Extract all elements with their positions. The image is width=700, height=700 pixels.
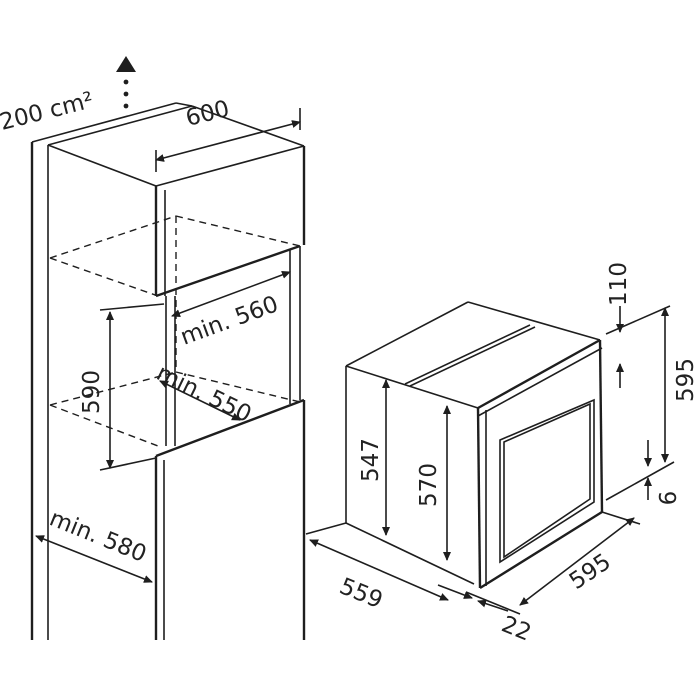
dim-line-22-a [437,584,473,599]
dim-tick-590-a [99,303,165,311]
dim-line-600 [155,120,301,162]
dim-line-559 [309,539,449,601]
oven-body-bottom [345,522,475,585]
cabinet-dimensions [35,108,301,583]
oven-door-window [499,398,595,564]
cabinet-top-left [31,102,177,143]
label-niche-width-min: min. 560 [177,291,282,350]
dim-tick-590-b [99,457,157,471]
oven-top-panel-b [409,326,536,387]
oven-dimensions [305,305,675,615]
upper-box-top-front [47,144,157,187]
oven-top-panel-a [404,324,531,385]
label-bottom-offset: 6 [656,491,682,506]
label-cabinet-depth-min: min. 580 [46,505,150,567]
dim-line-22-b [477,599,509,612]
oven-front-left [476,407,482,589]
dim-line-560 [171,271,291,317]
oven-top-front [345,365,479,409]
dim-line-550 [159,380,241,421]
label-oven-height-body: 547 [358,438,384,482]
label-oven-depth: 559 [336,573,386,614]
label-oven-total-height: 595 [673,358,699,402]
label-niche-width-top: 600 [183,96,232,132]
oven-top-back [467,301,601,341]
dim-tick-559 [305,522,347,535]
oven [345,301,604,590]
upper-box-bottom [155,244,301,298]
label-niche-depth-min: min. 550 [152,360,255,428]
oven-door-window-inner [503,402,591,559]
oven-front-top [477,338,601,410]
label-oven-height-front: 570 [416,463,442,507]
dim-tick-595-b [601,511,641,525]
label-niche-height: 590 [79,370,105,414]
lower-door-top [155,398,305,458]
dim-tick-595h-b [605,461,675,501]
niche-lower-dash-a [49,404,159,447]
dim-line-595-width [519,517,635,606]
airflow-up-arrow-icon [116,56,136,109]
oven-top-left [345,301,469,367]
oven-front-top-inner [477,347,603,417]
label-top-offset: 110 [606,262,632,306]
dim-line-580 [35,535,153,583]
dim-tick-595-a [465,591,521,615]
label-oven-width: 595 [565,549,616,595]
oven-front-right [598,339,604,513]
label-front-thickness: 22 [498,611,535,646]
niche-upper-dash-b [49,215,177,259]
cabinet-top-corner [175,102,193,107]
niche-upper-dash-c [175,215,301,247]
dim-tick-595h-a [605,305,671,335]
cabinet-top-inner [47,105,193,146]
niche-upper-dash-a [49,257,159,297]
upper-box-top-right [155,145,305,187]
